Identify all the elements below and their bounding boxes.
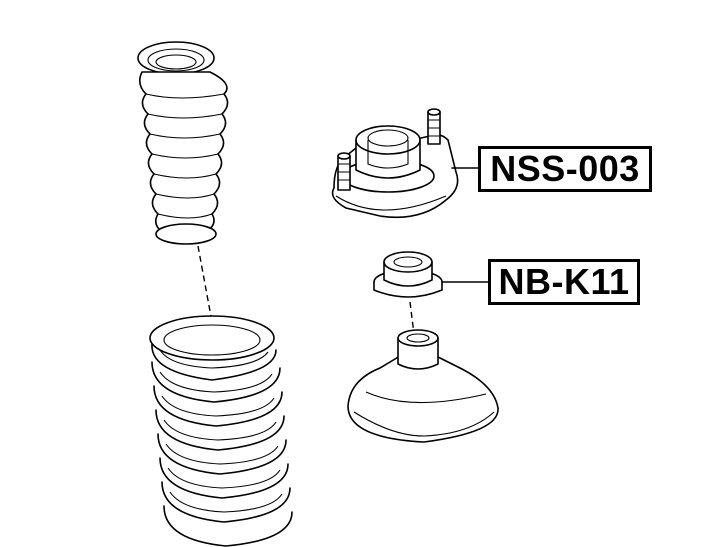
part-number-text: NB-K11 [498,261,630,302]
strut-mount [331,108,459,219]
alignment-line-left [197,245,213,323]
part-number-label-nb-k11: NB-K11 [488,259,640,305]
coil-spring [149,315,293,547]
part-number-label-nss-003: NSS-003 [478,146,652,192]
part-number-text: NSS-003 [490,148,640,189]
spring-seat [347,329,499,443]
strut-bearing [373,251,443,298]
dust-boot [137,41,229,245]
alignment-line-right [409,301,415,335]
